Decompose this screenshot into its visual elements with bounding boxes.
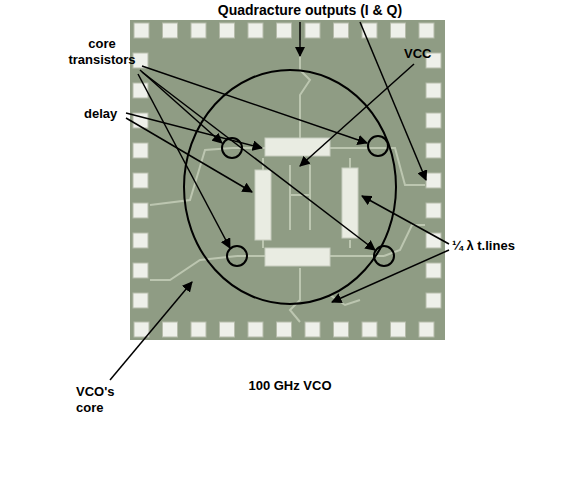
core-outline [184,70,396,304]
bond-pad [191,23,206,38]
bond-pad [133,293,148,308]
callout-label: Quadracture outputs (I & Q) [190,2,430,20]
bond-pad [133,263,148,278]
transistor-circles [222,136,394,266]
bond-pad [163,23,178,38]
bond-pad [277,322,292,337]
bond-pad [305,23,320,38]
bond-pad [334,322,349,337]
bond-pad [426,293,441,308]
callout-label: core transistors [56,36,148,69]
callout-label: VCC [404,46,444,62]
bond-pad [391,322,406,337]
bond-pad [391,23,406,38]
bond-pad [277,23,292,38]
callout-label: delay [84,106,128,122]
bond-pad [426,143,441,158]
callout-label: VCO's core [76,384,128,417]
die [130,20,445,340]
bond-pad [426,263,441,278]
leader-lines [110,22,449,380]
bond-pad [419,23,434,38]
bond-pad [133,203,148,218]
bond-pad [134,322,149,337]
bond-pad [305,322,320,337]
bond-pads [133,23,441,337]
bond-pad [133,233,148,248]
bond-pad [133,143,148,158]
bond-pad [334,23,349,38]
bond-pad [426,203,441,218]
bond-pad [248,322,263,337]
bond-pad [133,83,148,98]
figure-caption: 100 GHz VCO [195,378,385,394]
bond-pad [220,23,235,38]
callout-label: ¼ λ t.lines [452,238,562,254]
transmission-lines [255,138,358,266]
bond-pad [134,23,149,38]
bond-pad [426,113,441,128]
bond-pad [220,322,235,337]
bond-pad [419,322,434,337]
bond-pad [248,23,263,38]
bond-pad [362,322,377,337]
bond-pad [191,322,206,337]
bond-pad [163,322,178,337]
bond-pad [133,173,148,188]
bond-pad [426,83,441,98]
bond-pad [426,173,441,188]
